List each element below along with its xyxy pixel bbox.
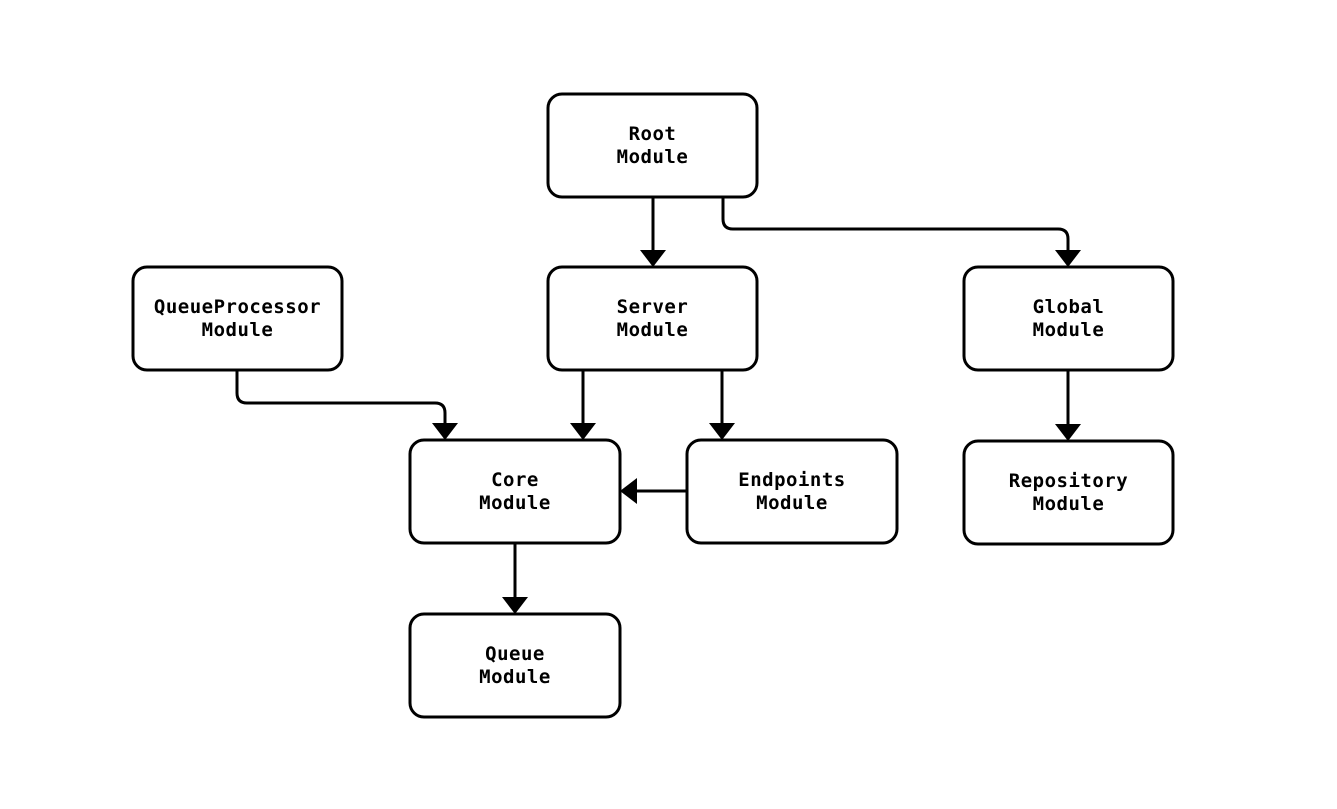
- arrow-head-icon: [640, 250, 666, 267]
- edge-global-to-repository: Global Module depends on Repository Modu…: [1055, 370, 1081, 441]
- node-label-line1: Global: [1033, 296, 1105, 318]
- edge-line: [235, 370, 447, 425]
- node-label-line1: Core: [491, 469, 539, 491]
- node-label-line2: Module: [1033, 319, 1105, 341]
- edge-root-to-global: Root Module depends on Global Module: [721, 197, 1081, 267]
- node-label-line2: Module: [756, 492, 828, 514]
- node-label-line1: Queue: [485, 643, 545, 665]
- edge-server-to-endpoints: Server Module depends on Endpoints Modul…: [709, 370, 735, 440]
- node-label-line1: Root: [629, 123, 677, 145]
- arrow-head-icon: [1055, 424, 1081, 441]
- node-label-line2: Module: [617, 146, 689, 168]
- node-label-line2: Module: [202, 319, 274, 341]
- edge-core-to-queue: Core Module depends on Queue Module: [502, 543, 528, 614]
- node-label-line2: Module: [479, 666, 551, 688]
- node-label-line2: Module: [617, 319, 689, 341]
- arrow-head-icon: [620, 478, 637, 504]
- arrow-head-icon: [502, 597, 528, 614]
- node-box[interactable]: [962, 439, 1175, 546]
- arrow-head-icon: [1055, 250, 1081, 267]
- arrow-head-icon: [570, 423, 596, 440]
- arrow-head-icon: [432, 423, 458, 440]
- node-box[interactable]: [408, 612, 622, 719]
- edge-queueprocessor-to-core: QueueProcessor Module depends on Core Mo…: [235, 370, 458, 440]
- node-box[interactable]: [685, 438, 899, 545]
- node-box[interactable]: [546, 265, 759, 372]
- edge-root-to-server: Root Module depends on Server Module: [640, 197, 666, 267]
- node-box[interactable]: [131, 265, 344, 372]
- edge-server-to-core: Server Module depends on Core Module: [570, 370, 596, 440]
- edges-layer: Root Module depends on Server Module Root…: [235, 197, 1081, 614]
- edge-line: [721, 197, 1070, 252]
- node-label-line1: Endpoints: [738, 469, 845, 491]
- node-label-line2: Module: [1033, 493, 1105, 515]
- arrow-head-icon: [709, 423, 735, 440]
- node-box[interactable]: [962, 265, 1175, 372]
- nodes-layer: RootModuleQueueProcessorModuleServerModu…: [131, 92, 1175, 719]
- node-label-line1: Server: [617, 296, 689, 318]
- edge-endpoints-to-core: Endpoints Module depends on Core Module: [620, 478, 687, 504]
- node-label-line2: Module: [479, 492, 551, 514]
- node-box[interactable]: [408, 438, 622, 545]
- node-label-line1: QueueProcessor: [154, 296, 321, 318]
- node-label-line1: Repository: [1009, 470, 1128, 492]
- node-box[interactable]: [546, 92, 759, 199]
